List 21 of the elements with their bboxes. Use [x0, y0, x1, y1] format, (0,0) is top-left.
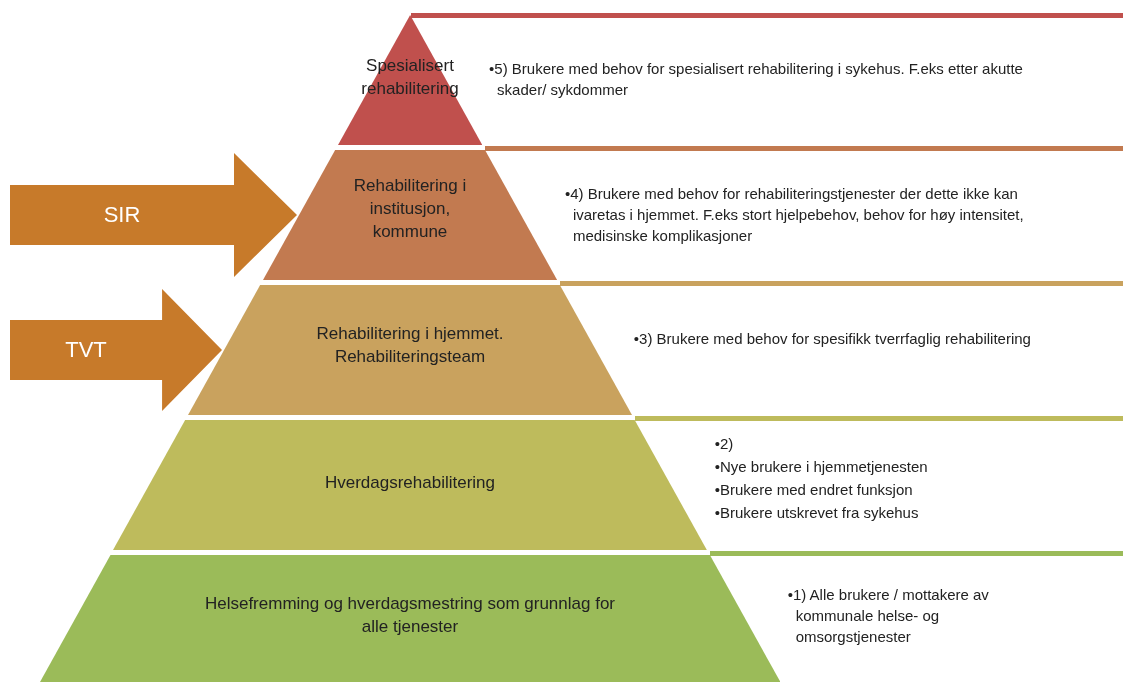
pyramid-level — [39, 555, 781, 682]
pyramid-level — [337, 15, 483, 145]
description-text: •Nye brukere i hjemmetjenesten — [714, 457, 929, 477]
block-arrow — [10, 289, 223, 411]
description-text: •3) Brukere med behov for spesifikk tverrfaglig rehabilitering — [633, 329, 1032, 349]
level-label: Helsefremming og hverdagsmestring som grunnlag for alle tjenester — [203, 593, 616, 638]
arrow-label: TVT — [64, 337, 108, 363]
pyramid-level — [113, 420, 707, 550]
description-text: •Brukere utskrevet fra sykehus — [714, 503, 920, 523]
level-label: Hverdagsrehabilitering — [323, 472, 497, 494]
description-text: •1) Alle brukere / mottakere av kommunale helse- og omsorgstjenester — [787, 585, 990, 647]
level-label: Rehabilitering i institusjon, kommune — [352, 175, 468, 243]
description-text: •Brukere med endret funksjon — [714, 480, 914, 500]
pyramid-level — [262, 150, 558, 280]
description-text: •4) Brukere med behov for rehabiliteringstjenester der dette ikke kan ivaretas i hjemmet. F.eks stort hjelpebehov, behov for høy intensitet, medisinske komplikasjoner — [564, 184, 1025, 246]
arrow-label: SIR — [102, 202, 142, 228]
pyramid-level — [188, 285, 632, 415]
description-text: •2) — [714, 434, 735, 454]
description-text: •5) Brukere med behov for spesialisert rehabilitering i sykehus. F.eks etter akutte skader/ sykdommer — [489, 59, 1024, 100]
block-arrow — [10, 153, 297, 277]
level-label: Rehabilitering i hjemmet. Rehabiliteringsteam — [315, 323, 505, 368]
